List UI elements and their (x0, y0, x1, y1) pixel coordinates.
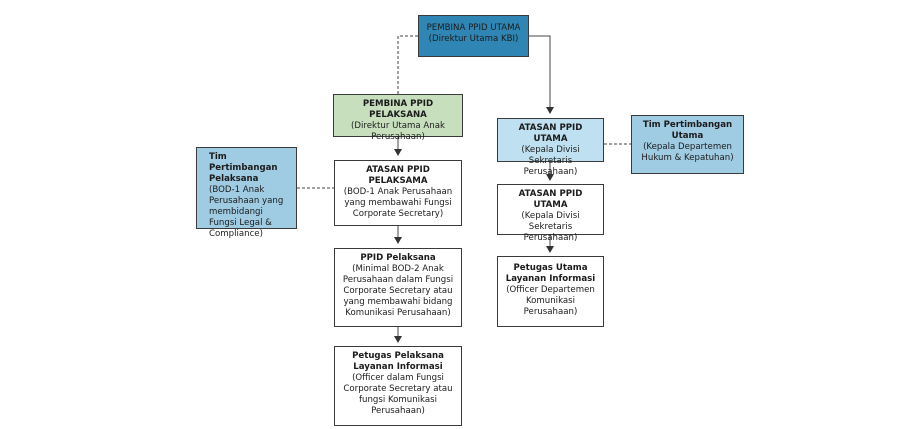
node-title: ATASAN PPID PELAKSAMA (366, 165, 430, 186)
node-title: Tim Pertimbangan Utama (642, 120, 733, 141)
node-atasan-ppid-pelaksama: ATASAN PPID PELAKSAMA (BOD-1 Anak Perusa… (334, 160, 462, 226)
node-tim-pertimbangan-utama: Tim Pertimbangan Utama (Kepala Departeme… (631, 115, 744, 174)
node-title: PPID Pelaksana (360, 253, 436, 263)
node-petugas-pelaksana: Petugas Pelaksana Layanan Informasi (Off… (334, 346, 462, 426)
node-subtitle: (Kepala Departemen Hukum & Kepatuhan) (641, 142, 734, 163)
node-subtitle: (Officer Departemen Komunikasi Perusahaa… (506, 285, 595, 317)
connector-top-right (529, 35, 554, 114)
node-title: ATASAN PPID UTAMA (518, 123, 583, 144)
node-subtitle: (BOD-1 Anak Perusahaan yang membidangi F… (209, 185, 284, 239)
node-subtitle: (Kepala Divisi Sekretaris Perusahaan) (521, 211, 580, 243)
node-subtitle: (Kepala Divisi Sekretaris Perusahaan) (521, 145, 580, 177)
node-subtitle: (Direktur Utama KBI) (428, 34, 519, 44)
node-title: Petugas Pelaksana Layanan Informasi (352, 351, 444, 372)
dashed-connector-top-left (397, 35, 418, 94)
node-subtitle: (BOD-1 Anak Perusahaan yang membawahi Fu… (343, 187, 453, 219)
node-pembina-ppid-pelaksana: PEMBINA PPID PELAKSANA (Direktur Utama A… (333, 94, 463, 142)
node-tim-pertimbangan-pelaksana: Tim Pertimbangan Pelaksana (BOD-1 Anak P… (196, 147, 297, 239)
node-ppid-pelaksana: PPID Pelaksana (Minimal BOD-2 Anak Perus… (334, 248, 462, 327)
node-title: PEMBINA PPID PELAKSANA (362, 99, 434, 120)
node-atasan-ppid-utama-2: ATASAN PPID UTAMA (Kepala Divisi Sekreta… (497, 184, 604, 243)
node-pembina-ppid-utama: PEMBINA PPID UTAMA (Direktur Utama KBI) (418, 15, 529, 57)
node-petugas-utama: Petugas Utama Layanan Informasi (Officer… (497, 256, 604, 327)
node-atasan-ppid-utama-1: ATASAN PPID UTAMA (Kepala Divisi Sekreta… (497, 118, 604, 177)
node-title: ATASAN PPID UTAMA (518, 189, 583, 210)
node-title: PEMBINA PPID UTAMA (426, 23, 521, 33)
node-subtitle: (Officer dalam Fungsi Corporate Secretar… (343, 373, 453, 416)
node-title: Petugas Utama Layanan Informasi (505, 263, 596, 284)
node-title: Tim Pertimbangan Pelaksana (209, 152, 278, 184)
node-subtitle: (Direktur Utama Anak Perusahaan) (351, 121, 445, 142)
node-subtitle: (Minimal BOD-2 Anak Perusahaan dalam Fun… (342, 264, 454, 318)
